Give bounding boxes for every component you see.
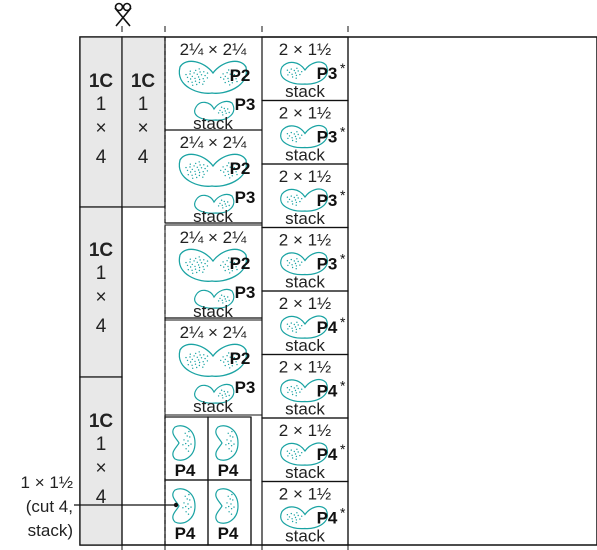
strip-code: 1C xyxy=(89,411,114,432)
right-template-block: 2 × 1½ P3* stack xyxy=(262,101,348,165)
right-template-block: 2 × 1½ P4* stack xyxy=(262,291,348,355)
piece-label-p3: P3 xyxy=(235,188,256,207)
piece-label: P3 xyxy=(317,191,338,210)
right-template-block: 2 × 1½ P3* stack xyxy=(262,228,348,292)
block-dimension: 2¼ × 2¼ xyxy=(180,323,247,342)
stack-label: stack xyxy=(285,336,325,355)
block-dimension: 2 × 1½ xyxy=(279,231,331,250)
asterisk: * xyxy=(340,441,346,457)
block-dimension: 2¼ × 2¼ xyxy=(180,133,247,152)
strip-code: 1C xyxy=(89,240,114,261)
stack-label: stack xyxy=(193,302,233,321)
piece-label-p4: P4 xyxy=(175,461,196,480)
piece-label: P3 xyxy=(317,128,338,147)
stack-label: stack xyxy=(285,209,325,228)
piece-label: P3 xyxy=(317,255,338,274)
strip-dim-x: × xyxy=(95,287,106,308)
stack-label: stack xyxy=(285,527,325,546)
strip-dim-2: 4 xyxy=(96,147,107,168)
small-template-square: P4 xyxy=(208,480,251,545)
asterisk: * xyxy=(340,251,346,267)
callout-dot xyxy=(174,503,178,507)
stack-label: stack xyxy=(193,207,233,226)
template-shape-p4 xyxy=(173,426,195,460)
asterisk: * xyxy=(340,314,346,330)
stack-label: stack xyxy=(285,400,325,419)
scissors-icon xyxy=(115,4,131,27)
strip-dim-1: 1 xyxy=(96,94,107,115)
asterisk: * xyxy=(340,187,346,203)
piece-label: P3 xyxy=(317,64,338,83)
stack-label: stack xyxy=(285,82,325,101)
piece-label-p3: P3 xyxy=(235,378,256,397)
block-dimension: 2 × 1½ xyxy=(279,485,331,504)
strip-dim-x: × xyxy=(95,118,106,139)
strip-code: 1C xyxy=(89,71,114,92)
right-template-block: 2 × 1½ P4* stack xyxy=(262,418,348,482)
right-template-block: 2 × 1½ P3* stack xyxy=(262,164,348,228)
stack-label: stack xyxy=(285,463,325,482)
asterisk: * xyxy=(340,505,346,521)
strip-dim-x: × xyxy=(95,458,106,479)
asterisk: * xyxy=(340,378,346,394)
right-template-block: 2 × 1½ P4* stack xyxy=(262,355,348,419)
strip-dim-2: 4 xyxy=(96,316,107,337)
asterisk: * xyxy=(340,124,346,140)
piece-label-p3: P3 xyxy=(235,283,256,302)
block-dimension: 2 × 1½ xyxy=(279,40,331,59)
template-shape-p4 xyxy=(216,426,238,460)
asterisk: * xyxy=(340,60,346,76)
strip-dim-1: 1 xyxy=(96,434,107,455)
block-dimension: 2 × 1½ xyxy=(279,421,331,440)
stack-label: stack xyxy=(285,273,325,292)
piece-label: P4 xyxy=(317,509,338,528)
callout-line-2: (cut 4, xyxy=(26,497,73,516)
strip-column-left: 1C 1 × 4 1C 1 × 4 1C 1 × 4 xyxy=(80,37,122,545)
stack-label: stack xyxy=(193,397,233,416)
small-template-square: P4 xyxy=(208,417,251,480)
block-dimension: 2 × 1½ xyxy=(279,167,331,186)
strip-dim-x: × xyxy=(137,118,148,139)
strip-column-second: 1C 1 × 4 xyxy=(122,37,165,545)
strip-dim-2: 4 xyxy=(138,147,149,168)
small-template-square: P4 xyxy=(165,480,208,545)
block-dimension: 2¼ × 2¼ xyxy=(180,40,247,59)
piece-label-p2: P2 xyxy=(230,349,251,368)
block-dimension: 2 × 1½ xyxy=(279,294,331,313)
piece-label-p3: P3 xyxy=(235,95,256,114)
piece-label: P4 xyxy=(317,382,338,401)
right-template-block: 2 × 1½ P4* stack xyxy=(262,482,348,546)
block-dimension: 2 × 1½ xyxy=(279,358,331,377)
stack-label: stack xyxy=(285,146,325,165)
block-dimension: 2¼ × 2¼ xyxy=(180,228,247,247)
piece-label-p2: P2 xyxy=(230,254,251,273)
piece-label: P4 xyxy=(317,318,338,337)
piece-label-p4: P4 xyxy=(175,524,196,543)
strip-dim-1: 1 xyxy=(138,94,149,115)
callout-line-1: 1 × 1½ xyxy=(21,473,73,492)
template-shape-p4 xyxy=(216,489,238,523)
strip-code: 1C xyxy=(131,71,156,92)
piece-label-p4: P4 xyxy=(218,461,239,480)
strip-dim-1: 1 xyxy=(96,263,107,284)
piece-label-p2: P2 xyxy=(230,159,251,178)
block-dimension: 2 × 1½ xyxy=(279,104,331,123)
piece-label-p2: P2 xyxy=(230,66,251,85)
right-template-block: 2 × 1½ P3* stack xyxy=(262,37,348,101)
small-template-square: P4 xyxy=(165,417,208,480)
piece-label-p4: P4 xyxy=(218,524,239,543)
piece-label: P4 xyxy=(317,445,338,464)
callout-line-3: stack) xyxy=(28,521,73,540)
